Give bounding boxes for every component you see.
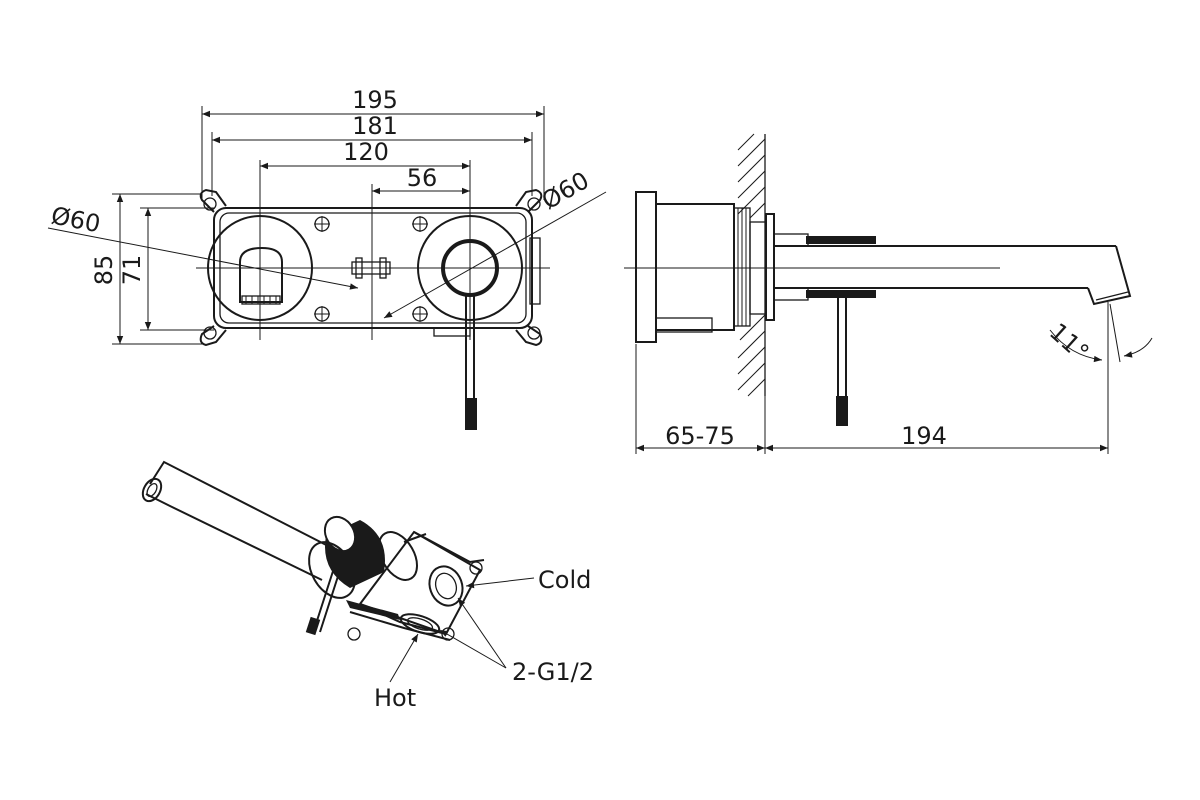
screw-marks [314, 216, 428, 322]
dia-leader-left [47, 227, 359, 290]
dim-label-194: 194 [901, 422, 947, 450]
thread-leader-a [457, 597, 507, 669]
dim-label-71: 71 [118, 255, 146, 286]
cold-label: Cold [538, 566, 591, 594]
dia-label-right: Ø60 [537, 166, 594, 215]
spout [773, 233, 1132, 306]
spout-angle: 11° [1044, 302, 1153, 454]
isometric-view: Cold Hot 2-G1/2 [141, 460, 594, 712]
dim-label-120: 120 [343, 138, 389, 166]
hot-label: Hot [374, 684, 416, 712]
dim-label-85: 85 [90, 255, 118, 286]
thread-leader-b [439, 629, 507, 669]
thread-label: 2-G1/2 [512, 658, 594, 686]
angle-label: 11° [1044, 318, 1094, 367]
valve-housing [635, 191, 775, 343]
iso-body [346, 530, 485, 641]
dim-label-56: 56 [407, 164, 438, 192]
dim-label-195: 195 [352, 86, 398, 114]
mounting-lugs [199, 188, 543, 347]
hot-leader [389, 633, 419, 683]
iso-knurl [323, 515, 385, 588]
dia-label-left: Ø60 [49, 201, 103, 238]
side-handle [836, 298, 848, 426]
iso-lever [305, 567, 341, 636]
dim-label-wall: 65-75 [665, 422, 735, 450]
cold-leader [465, 577, 535, 589]
front-view: 195 181 120 56 85 71 Ø60 Ø60 [47, 86, 607, 430]
iso-spout [141, 460, 337, 581]
dia-leader-right [383, 191, 607, 319]
side-view: 11° 65-75 194 [624, 133, 1153, 454]
dim-label-181: 181 [352, 112, 398, 140]
